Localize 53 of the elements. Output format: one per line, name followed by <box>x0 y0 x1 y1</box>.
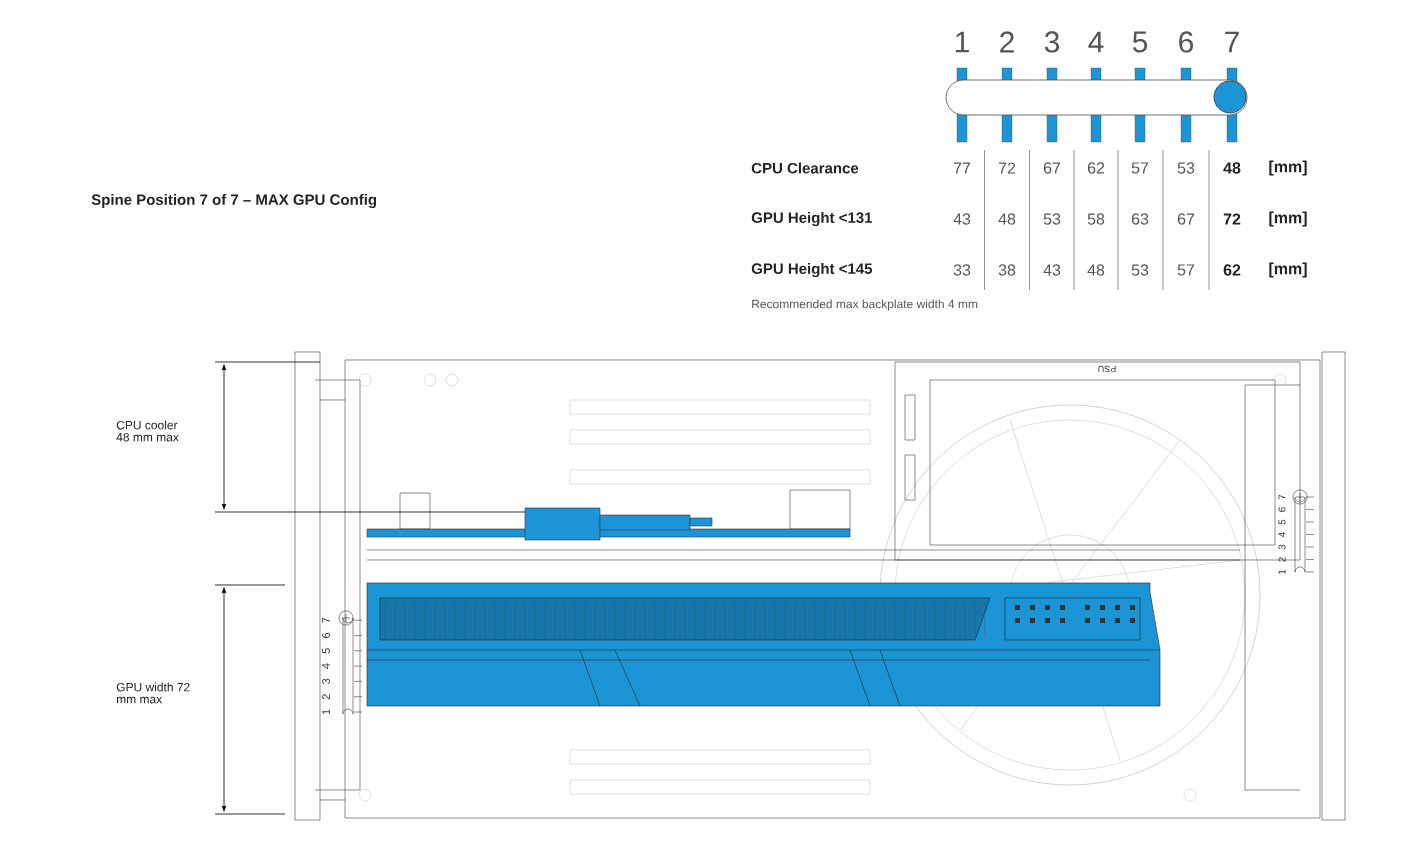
table-value: 53 <box>1131 264 1149 276</box>
dimension-label: CPU cooler 48 mm max <box>116 420 179 442</box>
spine-number: 7 <box>1278 494 1286 500</box>
table-value: 58 <box>1087 213 1105 225</box>
table-value: 63 <box>1131 213 1149 225</box>
spine-number: 1 <box>1278 569 1286 574</box>
table-value: 48 <box>998 213 1016 225</box>
table-value: 38 <box>998 264 1016 276</box>
row-heading: CPU Clearance <box>751 162 859 174</box>
table-value: 53 <box>1043 213 1061 225</box>
table-value: 72 <box>1223 213 1241 225</box>
position-number: 7 <box>1225 31 1239 53</box>
table-value: 43 <box>1043 264 1061 276</box>
row-heading: GPU Height <145 <box>751 262 873 278</box>
spine-number: 7 <box>322 617 330 623</box>
table-value: 62 <box>1087 162 1105 174</box>
table-value: 57 <box>1131 162 1149 174</box>
table-value: 57 <box>1177 264 1195 276</box>
unit-label: [mm] <box>1269 160 1307 176</box>
position-number: 1 <box>955 31 969 53</box>
note: Recommended max backplate width 4 mm <box>752 299 978 311</box>
table-value: 43 <box>953 213 971 225</box>
spine-number: 5 <box>322 648 330 654</box>
title: Spine Position 7 of 7 – MAX GPU Config <box>91 193 377 209</box>
table-value: 72 <box>998 162 1016 174</box>
spine-number: 3 <box>322 678 330 685</box>
unit-label: [mm] <box>1269 262 1307 278</box>
position-number: 2 <box>1000 31 1014 53</box>
spine-number: 5 <box>1278 519 1286 525</box>
spine-number: 2 <box>1278 557 1286 562</box>
position-number: 6 <box>1179 31 1194 53</box>
table-value: 77 <box>953 162 971 174</box>
position-number: 5 <box>1132 31 1148 53</box>
part-label: PSU <box>1098 365 1116 373</box>
spine-number: 4 <box>322 663 330 669</box>
table-value: 67 <box>1043 162 1061 174</box>
table-value: 48 <box>1223 162 1241 174</box>
table-value: 53 <box>1177 162 1195 174</box>
spine-number: 1 <box>322 709 330 715</box>
table-value: 67 <box>1177 213 1195 225</box>
dimension-label: GPU width 72 mm max <box>116 682 190 704</box>
row-heading: GPU Height <131 <box>751 211 873 227</box>
position-number: 3 <box>1044 31 1060 53</box>
unit-label: [mm] <box>1269 211 1307 227</box>
spine-number: 4 <box>1278 532 1286 538</box>
spine-number: 6 <box>322 632 330 638</box>
table-value: 33 <box>953 264 971 276</box>
table-value: 48 <box>1087 264 1105 276</box>
spine-number: 2 <box>322 694 330 700</box>
spine-number: 3 <box>1278 544 1286 550</box>
spine-number: 6 <box>1278 507 1286 512</box>
position-number: 4 <box>1088 31 1104 53</box>
table-value: 62 <box>1223 264 1241 276</box>
